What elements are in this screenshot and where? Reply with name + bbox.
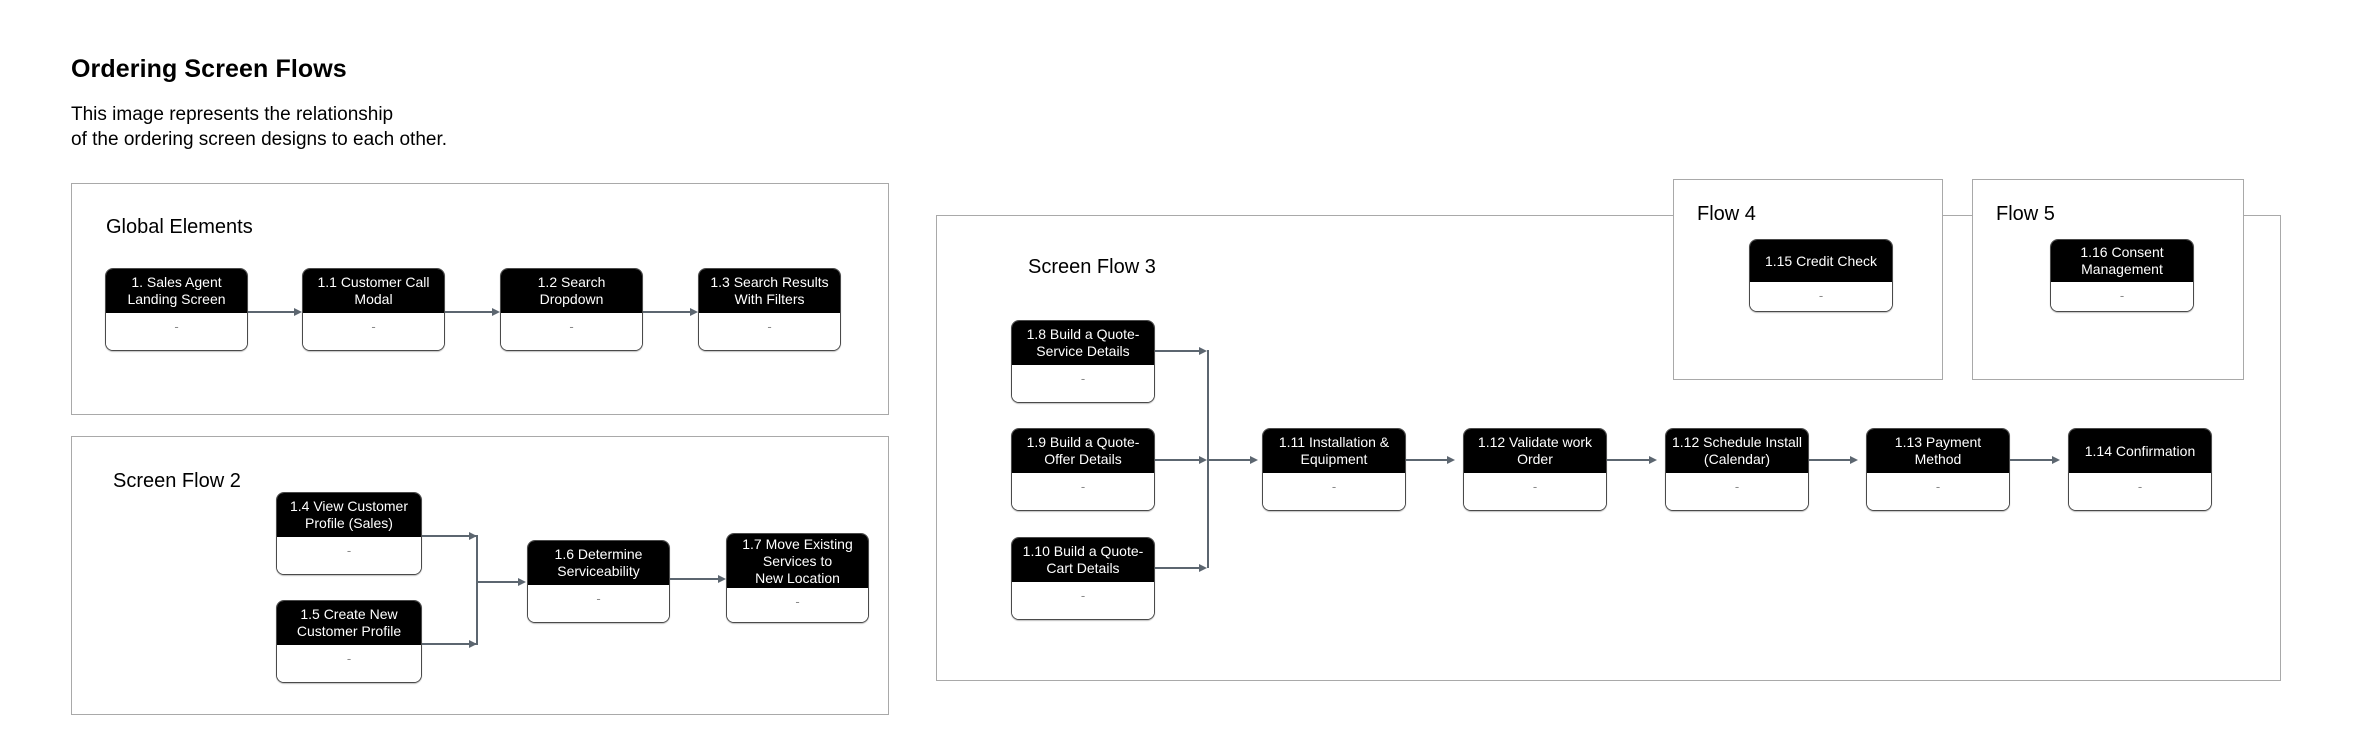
node-title: 1.3 Search Results With Filters: [699, 269, 840, 313]
connector-arrowhead: [2052, 455, 2060, 464]
node-body: -: [1867, 473, 2009, 510]
node-title: 1.1 Customer Call Modal: [303, 269, 444, 313]
connector-line: [476, 581, 520, 583]
node-title: 1.2 Search Dropdown: [501, 269, 642, 313]
connector-line: [2010, 459, 2052, 461]
node-title: 1.8 Build a Quote- Service Details: [1012, 321, 1154, 365]
node-1-sales-agent-landing-screen[interactable]: 1. Sales Agent Landing Screen -: [105, 268, 248, 351]
node-title: 1.16 Consent Management: [2051, 240, 2193, 282]
node-1-8-build-a-quote-service-details[interactable]: 1.8 Build a Quote- Service Details -: [1011, 320, 1155, 403]
panel-screen-flow-2: [71, 436, 889, 715]
node-title: 1.15 Credit Check: [1750, 240, 1892, 282]
node-title: 1.7 Move Existing Services to New Locati…: [727, 534, 868, 588]
node-1-6-determine-serviceability[interactable]: 1.6 Determine Serviceability -: [527, 540, 670, 623]
connector-arrowhead: [469, 531, 477, 540]
node-title: 1.9 Build a Quote- Offer Details: [1012, 429, 1154, 473]
connector-line: [1207, 459, 1252, 461]
connector-arrowhead: [1649, 455, 1657, 464]
node-body: -: [2069, 473, 2211, 510]
node-body: -: [2051, 282, 2193, 311]
panel-screen-flow-3: [936, 215, 2281, 681]
connector-line: [445, 311, 492, 313]
node-body: -: [303, 313, 444, 350]
panel-screen-flow-2-title: Screen Flow 2: [105, 470, 249, 493]
node-body: -: [1750, 282, 1892, 311]
page-subtitle: This image represents the relationship o…: [71, 104, 448, 150]
node-title: 1.12 Schedule Install (Calendar): [1666, 429, 1808, 473]
node-1-1-customer-call-modal[interactable]: 1.1 Customer Call Modal -: [302, 268, 445, 351]
connector-line: [476, 535, 478, 645]
connector-arrowhead: [1199, 455, 1207, 464]
node-1-13-payment-method[interactable]: 1.13 Payment Method -: [1866, 428, 2010, 511]
connector-arrowhead: [1199, 563, 1207, 572]
node-1-12-validate-work-order[interactable]: 1.12 Validate work Order -: [1463, 428, 1607, 511]
node-title: 1.11 Installation & Equipment: [1263, 429, 1405, 473]
page-title: Ordering Screen Flows: [71, 55, 347, 83]
node-body: -: [277, 645, 421, 682]
connector-arrowhead: [718, 574, 726, 583]
node-1-10-build-a-quote-cart-details[interactable]: 1.10 Build a Quote- Cart Details -: [1011, 537, 1155, 620]
node-body: -: [1666, 473, 1808, 510]
node-body: -: [1263, 473, 1405, 510]
connector-line: [422, 643, 476, 645]
node-1-3-search-results-with-filters[interactable]: 1.3 Search Results With Filters -: [698, 268, 841, 351]
connector-line: [248, 311, 294, 313]
connector-arrowhead: [518, 577, 526, 586]
node-1-4-view-customer-profile-sales[interactable]: 1.4 View Customer Profile (Sales) -: [276, 492, 422, 575]
node-body: -: [1012, 365, 1154, 402]
node-1-16-consent-management[interactable]: 1.16 Consent Management -: [2050, 239, 2194, 312]
connector-line: [1155, 459, 1199, 461]
node-1-2-search-dropdown[interactable]: 1.2 Search Dropdown -: [500, 268, 643, 351]
panel-flow-4-title: Flow 4: [1689, 203, 1764, 226]
node-body: -: [106, 313, 247, 350]
connector-arrowhead: [469, 639, 477, 648]
panel-global-elements-title: Global Elements: [98, 216, 261, 239]
connector-line: [1406, 459, 1447, 461]
connector-arrowhead: [492, 307, 500, 316]
node-title: 1. Sales Agent Landing Screen: [106, 269, 247, 313]
connector-line: [670, 578, 718, 580]
connector-line: [1809, 459, 1850, 461]
connector-line: [643, 311, 690, 313]
node-title: 1.5 Create New Customer Profile: [277, 601, 421, 645]
node-title: 1.13 Payment Method: [1867, 429, 2009, 473]
connector-arrowhead: [1850, 455, 1858, 464]
connector-arrowhead: [1447, 455, 1455, 464]
panel-screen-flow-3-title: Screen Flow 3: [1020, 256, 1164, 279]
node-1-12-schedule-install-calendar[interactable]: 1.12 Schedule Install (Calendar) -: [1665, 428, 1809, 511]
node-1-7-move-existing-services-to-new-location[interactable]: 1.7 Move Existing Services to New Locati…: [726, 533, 869, 623]
node-body: -: [1012, 473, 1154, 510]
node-title: 1.12 Validate work Order: [1464, 429, 1606, 473]
node-1-14-confirmation[interactable]: 1.14 Confirmation -: [2068, 428, 2212, 511]
node-body: -: [277, 537, 421, 574]
connector-line: [1607, 459, 1649, 461]
panel-flow-5-title: Flow 5: [1988, 203, 2063, 226]
node-body: -: [528, 585, 669, 622]
connector-arrowhead: [1199, 346, 1207, 355]
node-body: -: [1464, 473, 1606, 510]
panel-global-elements: [71, 183, 889, 415]
connector-arrowhead: [690, 307, 698, 316]
node-title: 1.6 Determine Serviceability: [528, 541, 669, 585]
node-1-11-installation-and-equipment[interactable]: 1.11 Installation & Equipment -: [1262, 428, 1406, 511]
node-1-9-build-a-quote-offer-details[interactable]: 1.9 Build a Quote- Offer Details -: [1011, 428, 1155, 511]
node-1-5-create-new-customer-profile[interactable]: 1.5 Create New Customer Profile -: [276, 600, 422, 683]
node-1-15-credit-check[interactable]: 1.15 Credit Check -: [1749, 239, 1893, 312]
node-title: 1.14 Confirmation: [2069, 429, 2211, 473]
node-body: -: [727, 588, 868, 622]
connector-line: [422, 535, 476, 537]
node-body: -: [501, 313, 642, 350]
connector-arrowhead: [294, 307, 302, 316]
connector-line: [1155, 567, 1199, 569]
node-title: 1.10 Build a Quote- Cart Details: [1012, 538, 1154, 582]
node-body: -: [1012, 582, 1154, 619]
connector-arrowhead: [1250, 455, 1258, 464]
node-body: -: [699, 313, 840, 350]
node-title: 1.4 View Customer Profile (Sales): [277, 493, 421, 537]
connector-line: [1155, 350, 1199, 352]
